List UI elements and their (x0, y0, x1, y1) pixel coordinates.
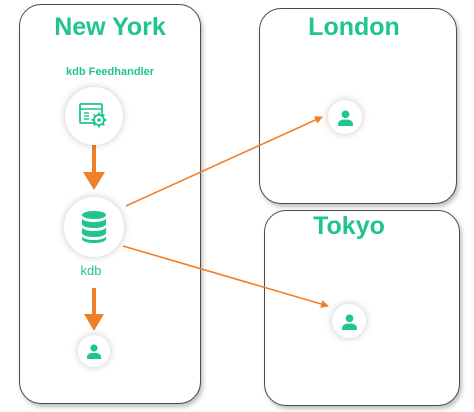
new-york-title: New York (54, 13, 166, 41)
feedhandler-label: kdb Feedhandler (65, 66, 155, 78)
arrow-kdb-to-user (84, 288, 104, 331)
arrow-kdb-to-tokyo (122, 245, 329, 308)
database-icon (82, 211, 106, 243)
arrow-feedhandler-to-kdb (83, 143, 105, 190)
kdb-label: kdb (80, 263, 102, 278)
kdb-database-node (64, 197, 124, 257)
feedhandler-gear-icon (79, 103, 107, 128)
london-user-node (328, 100, 362, 134)
user-icon (341, 313, 357, 330)
new-york-user-node (78, 335, 110, 367)
tokyo-region (264, 210, 460, 406)
user-icon (337, 109, 353, 126)
feedhandler-node (65, 87, 123, 145)
london-title: London (308, 13, 400, 41)
arrow-kdb-to-london (125, 116, 323, 207)
tokyo-user-node (332, 304, 366, 338)
user-icon (87, 344, 101, 359)
tokyo-title: Tokyo (313, 212, 385, 240)
